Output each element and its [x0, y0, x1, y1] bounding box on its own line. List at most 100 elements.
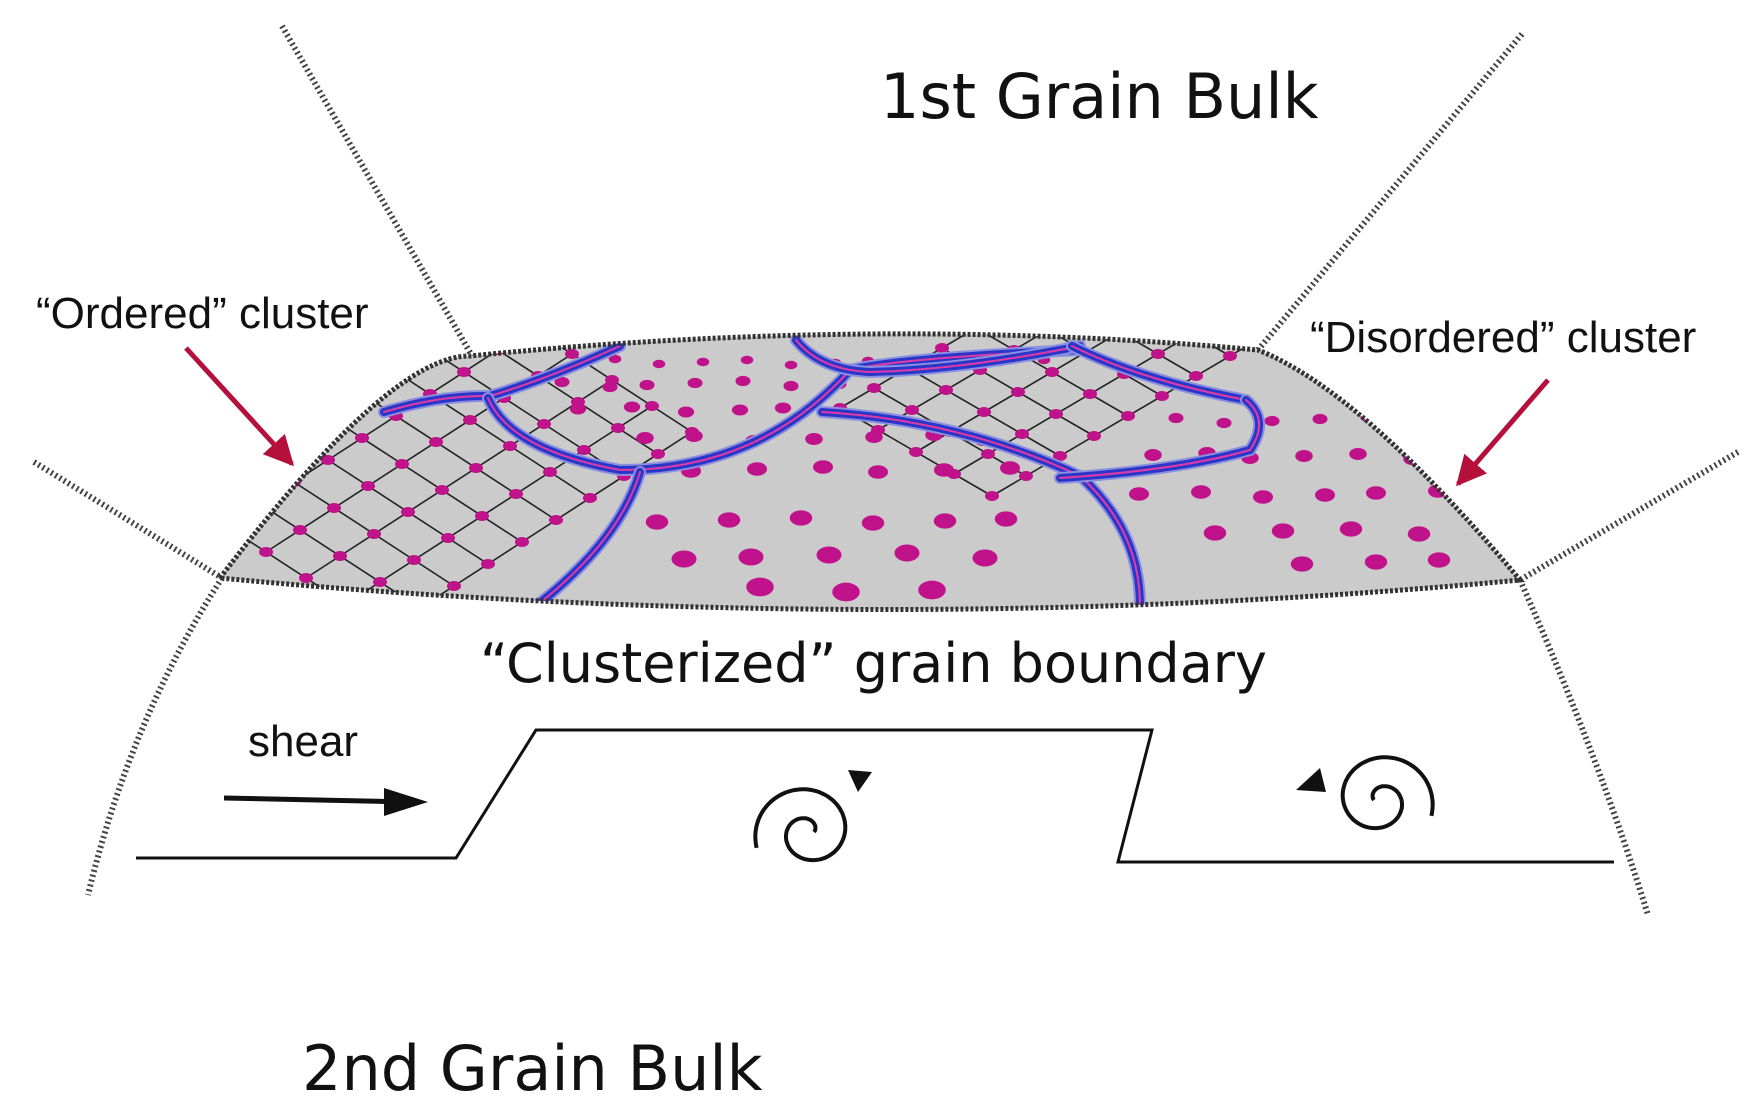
lattice-atom: [315, 407, 329, 417]
lattice-atom: [525, 323, 539, 333]
atom-dot: [747, 462, 767, 476]
atom-dot: [972, 549, 998, 567]
atom-dot: [608, 354, 622, 364]
lattice-atom: [939, 385, 953, 395]
lattice-atom: [1219, 309, 1233, 319]
lattice-line: [1111, 333, 1265, 337]
atom-dot: [865, 431, 883, 443]
lattice-atom: [361, 481, 375, 491]
lattice-atom: [299, 573, 313, 583]
counterclockwise-spiral-icon: [1296, 755, 1435, 831]
lattice-atom: [549, 515, 563, 525]
lattice-atom: [349, 385, 363, 395]
atom-dot: [671, 550, 697, 568]
lattice-line: [877, 333, 1219, 431]
lattice-atom: [475, 511, 489, 521]
grain-guide-lines: [32, 24, 1740, 916]
lattice-atom: [867, 383, 881, 393]
lattice-atom: [293, 525, 307, 535]
lattice-line: [345, 405, 653, 605]
lattice-atom: [1249, 247, 1263, 257]
atom-dot: [1366, 486, 1386, 500]
first-grain-bulk-label: 1st Grain Bulk: [880, 60, 1319, 133]
lattice-atom: [253, 499, 267, 509]
lattice-atom: [435, 485, 449, 495]
atom-dot: [731, 404, 749, 416]
atom-dot: [1203, 525, 1227, 541]
lattice-atom: [515, 537, 529, 547]
lattice-atom: [645, 401, 659, 411]
lattice-atom: [367, 529, 381, 539]
lattice-atom: [611, 423, 625, 433]
lattice-atom: [463, 415, 477, 425]
atom-dot: [1427, 552, 1451, 568]
atom-dot: [1191, 485, 1211, 499]
lattice-atom: [985, 491, 999, 501]
atom-dot: [1129, 487, 1149, 501]
lattice-atom: [281, 429, 295, 439]
lattice-atom: [485, 297, 499, 307]
lattice-atom: [577, 445, 591, 455]
atom-dot: [816, 546, 842, 564]
atom-dot: [1364, 554, 1388, 570]
lattice-atom: [1177, 245, 1191, 255]
lattice-atom: [1015, 429, 1029, 439]
lattice-atom: [1049, 409, 1063, 419]
lattice-line: [305, 379, 613, 579]
atom-dot: [789, 510, 813, 526]
lattice-atom: [457, 367, 471, 377]
lattice-atom: [491, 345, 505, 355]
lattice-atom: [1253, 289, 1267, 299]
lattice-atom: [1075, 305, 1089, 315]
clockwise-spiral-icon: [753, 770, 872, 863]
atom-dot: [1000, 461, 1020, 475]
right-arrow-icon: [223, 788, 428, 816]
lattice-atom: [1287, 269, 1301, 279]
clusterized-boundary-caption: “Clusterized” grain boundary: [480, 632, 1267, 695]
guide-line-mid-left: [32, 459, 224, 581]
lattice-atom: [339, 599, 353, 609]
lattice-atom: [565, 349, 579, 359]
atom-dot: [1253, 490, 1273, 504]
atom-dot: [918, 580, 946, 600]
lattice-atom: [1325, 291, 1339, 301]
atom-dot: [994, 511, 1018, 527]
lattice-atom: [1113, 333, 1127, 337]
lattice-atom: [413, 603, 427, 610]
atom-dot: [933, 513, 957, 529]
atom-dot: [868, 465, 888, 479]
lattice-atom: [509, 489, 523, 499]
shear-label: shear: [248, 717, 358, 766]
lattice-atom: [220, 521, 233, 531]
atom-dot: [1168, 412, 1184, 424]
lattice-atom: [1003, 303, 1017, 313]
atom-dot: [636, 432, 654, 444]
lattice-atom: [179, 495, 193, 505]
atom-dot: [934, 463, 954, 477]
atom-dot: [894, 544, 920, 562]
lattice-atom: [909, 447, 923, 457]
guide-line-low-left: [85, 576, 225, 896]
lattice-atom: [1121, 411, 1135, 421]
lattice-atom: [543, 467, 557, 477]
cluster-boundaries: [378, 334, 1265, 610]
lattice-atom: [1173, 203, 1187, 213]
lattice-atom: [333, 551, 347, 561]
atom-dot: [685, 430, 703, 442]
atom-dot: [1290, 556, 1314, 572]
lattice-line: [389, 367, 591, 499]
guide-line-top-right: [1255, 32, 1525, 352]
lattice-atom: [981, 449, 995, 459]
cluster-boundary-core: [1071, 345, 1247, 401]
lattice-atom: [651, 449, 665, 459]
lattice-atom: [503, 441, 517, 451]
lattice-atom: [373, 577, 387, 587]
atom-dot: [784, 360, 798, 370]
lattice-atom: [1143, 265, 1157, 275]
boundary-slab-outline: [215, 331, 1525, 613]
atom-dot: [738, 548, 764, 566]
lattice-atom: [905, 405, 919, 415]
disordered-cluster-label: “Disordered” cluster: [1310, 313, 1696, 362]
lattice-atom: [1215, 267, 1229, 277]
lattice-atom: [977, 407, 991, 417]
